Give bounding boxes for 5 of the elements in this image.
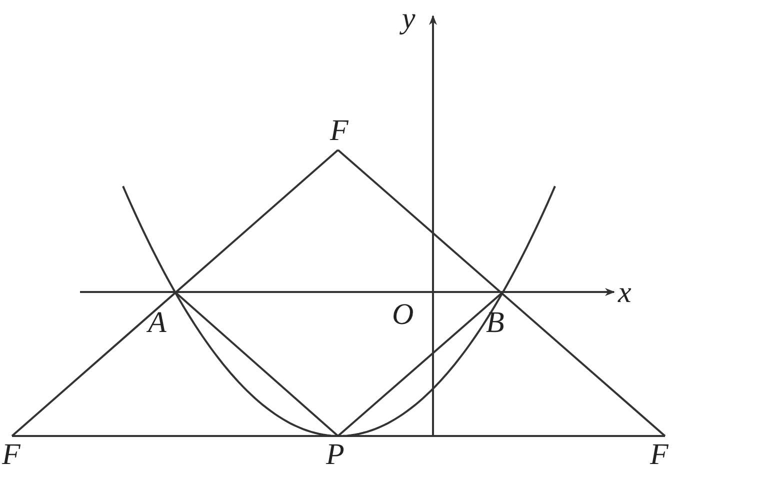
point-label: y — [402, 4, 416, 34]
point-label: P — [326, 440, 344, 470]
point-label: F — [2, 440, 20, 470]
point-label: F — [650, 440, 668, 470]
point-label: F — [330, 116, 348, 146]
